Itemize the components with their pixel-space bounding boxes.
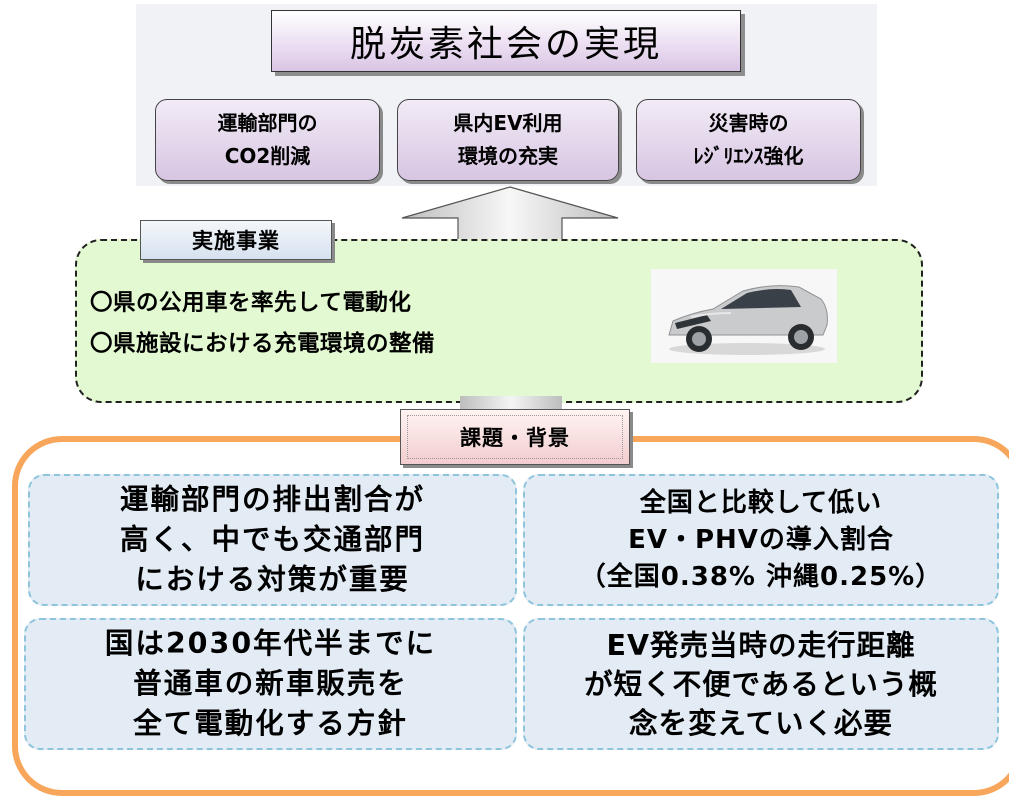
issue-line: EV・PHVの導入割合	[628, 524, 894, 555]
background-label: 課題・背景	[400, 409, 630, 465]
electric-car-image	[651, 269, 837, 363]
implementation-item: 〇県の公用車を率先して電動化	[90, 290, 412, 316]
page-title: 脱炭素社会の実現	[271, 10, 741, 72]
issue-line: における対策が重要	[135, 563, 410, 596]
goal-line: 災害時の	[708, 111, 789, 135]
up-arrow-icon	[401, 186, 619, 246]
issue-line: 国は2030年代半までに	[104, 627, 437, 660]
issue-ev-adoption: 全国と比較して低い EV・PHVの導入割合 （全国0.38% 沖縄0.25%）	[523, 474, 999, 606]
issue-line: 運輸部門の排出割合が	[119, 483, 425, 516]
issue-national-policy: 国は2030年代半までに 普通車の新車販売を 全て電動化する方針	[24, 618, 517, 750]
goal-resilience: 災害時の ﾚｼﾞﾘｴﾝｽ強化	[636, 99, 861, 181]
goal-line: 県内EV利用	[453, 111, 563, 135]
implementation-item: 〇県施設における充電環境の整備	[90, 331, 436, 357]
goal-ev-environment: 県内EV利用 環境の充実	[397, 99, 619, 181]
goal-line: 環境の充実	[458, 144, 558, 168]
goal-line: CO2削減	[224, 144, 311, 168]
issue-line: 念を変えていく必要	[628, 706, 894, 740]
background-label-text: 課題・背景	[460, 426, 570, 450]
title-text: 脱炭素社会の実現	[349, 24, 662, 65]
issue-line: が短く不便であるという概	[584, 667, 938, 701]
label-inner-border	[407, 415, 623, 459]
issue-line: 高く、中でも交通部門	[119, 523, 425, 556]
goal-line: ﾚｼﾞﾘｴﾝｽ強化	[693, 144, 804, 168]
issue-line: 普通車の新車販売を	[133, 667, 408, 700]
issue-range-perception: EV発売当時の走行距離 が短く不便であるという概 念を変えていく必要	[523, 618, 999, 750]
goal-line: 運輸部門の	[217, 111, 318, 135]
issue-line: 全国と比較して低い	[639, 487, 883, 518]
implementation-label-text: 実施事業	[192, 229, 280, 253]
issue-line: EV発売当時の走行距離	[606, 628, 916, 662]
goal-co2-reduction: 運輸部門の CO2削減	[155, 99, 380, 181]
issue-line: 全て電動化する方針	[133, 707, 408, 740]
implementation-label: 実施事業	[140, 220, 332, 260]
issue-line: （全国0.38% 沖縄0.25%）	[579, 561, 943, 592]
issue-transport-emissions: 運輸部門の排出割合が 高く、中でも交通部門 における対策が重要	[28, 474, 517, 606]
